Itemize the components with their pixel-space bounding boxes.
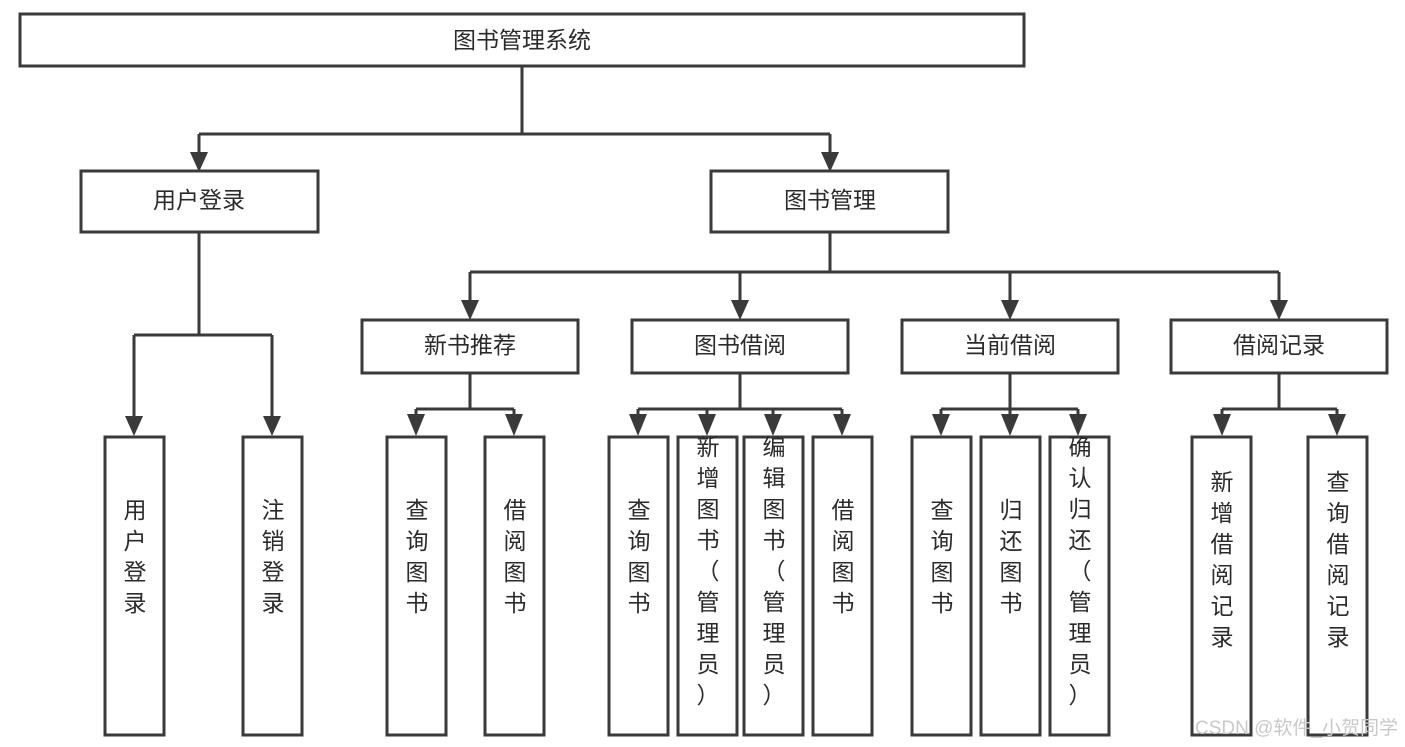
leaf-book-borrow-4-box[interactable] (811, 435, 874, 737)
node-book-borrow-box[interactable] (630, 318, 850, 375)
arrow-book-manage-to-new-book (461, 300, 479, 320)
leaf-new-book-2-label: 借阅图书 (504, 497, 527, 616)
arrow-book-borrow-leaf-4 (833, 414, 851, 436)
watermark-label: CSDN @软件_小贺同学 (1195, 717, 1398, 739)
leaf-current-borrow-1-box[interactable] (910, 435, 973, 737)
leaf-user-login-2-label: 注销登录 (262, 497, 285, 616)
leaf-current-borrow-3-box[interactable] (1048, 435, 1111, 737)
leaf-borrow-record-1-label: 新增借阅记录 (1211, 469, 1234, 650)
node-user-login-box[interactable] (79, 169, 320, 234)
leaf-new-book-1[interactable]: 查询图书 (385, 435, 448, 737)
arrow-book-borrow-leaf-2 (698, 414, 716, 436)
arrow-borrow-record-leaf-1 (1213, 414, 1231, 436)
connector-layer (125, 66, 1346, 436)
leaf-current-borrow-2-box[interactable] (979, 435, 1042, 737)
node-new-book-recommend-box[interactable] (360, 318, 580, 375)
node-current-borrow-box[interactable] (900, 318, 1120, 375)
leaf-book-borrow-2-label: 新增图书（管理员） (697, 434, 720, 708)
leaf-book-borrow-3[interactable]: 编辑图书（管理员） (742, 434, 805, 737)
leaf-user-login-1[interactable]: 用户登录 (103, 435, 166, 737)
node-borrow-record[interactable]: 借阅记录 (1169, 318, 1389, 375)
leaf-borrow-record-2-box[interactable] (1306, 435, 1369, 737)
leaf-book-borrow-2-box[interactable] (676, 435, 739, 737)
leaf-book-borrow-4-label: 借阅图书 (832, 497, 855, 616)
node-borrow-record-label: 借阅记录 (1233, 332, 1325, 358)
arrow-new-book-leaf-1 (407, 414, 425, 436)
leaf-borrow-record-2[interactable]: 查询借阅记录 (1306, 435, 1369, 737)
arrow-borrow-record-leaf-2 (1328, 414, 1346, 436)
node-book-management-box[interactable] (709, 169, 950, 234)
leaf-user-login-2[interactable]: 注销登录 (241, 435, 304, 737)
leaf-user-login-1-label: 用户登录 (124, 497, 147, 616)
node-new-book-recommend-label: 新书推荐 (424, 332, 516, 358)
leaf-current-borrow-2-label: 归还图书 (1000, 497, 1023, 616)
node-user-login[interactable]: 用户登录 (79, 169, 320, 234)
leaf-user-login-1-box[interactable] (103, 435, 166, 737)
node-root-box[interactable] (18, 12, 1026, 68)
arrow-book-borrow-leaf-3 (764, 414, 782, 436)
leaf-book-borrow-1[interactable]: 查询图书 (607, 435, 670, 737)
arrow-new-book-leaf-2 (505, 414, 523, 436)
leaf-new-book-1-label: 查询图书 (406, 497, 429, 616)
node-new-book-recommend[interactable]: 新书推荐 (360, 318, 580, 375)
node-book-borrow[interactable]: 图书借阅 (630, 318, 850, 375)
leaf-book-borrow-3-label: 编辑图书（管理员） (763, 434, 786, 708)
arrow-book-manage-to-book-borrow (731, 300, 749, 320)
leaf-borrow-record-2-label: 查询借阅记录 (1327, 469, 1350, 650)
arrow-current-borrow-leaf-3 (1069, 414, 1087, 436)
leaf-borrow-record-1[interactable]: 新增借阅记录 (1190, 435, 1253, 737)
leaf-current-borrow-3-label: 确认归还（管理员） (1069, 434, 1092, 708)
arrow-current-borrow-leaf-1 (932, 414, 950, 436)
leaf-new-book-2-box[interactable] (483, 435, 546, 737)
node-book-management[interactable]: 图书管理 (709, 169, 950, 234)
arrow-book-manage-to-current-borrow (1001, 300, 1019, 320)
node-user-login-label: 用户登录 (153, 187, 245, 213)
node-current-borrow[interactable]: 当前借阅 (900, 318, 1120, 375)
leaf-current-borrow-3[interactable]: 确认归还（管理员） (1048, 434, 1111, 737)
arrow-current-borrow-leaf-2 (1001, 414, 1019, 436)
arrow-book-manage-to-borrow-record (1270, 300, 1288, 320)
node-current-borrow-label: 当前借阅 (964, 332, 1056, 358)
leaf-current-borrow-2[interactable]: 归还图书 (979, 435, 1042, 737)
leaf-book-borrow-1-box[interactable] (607, 435, 670, 737)
leaf-current-borrow-1-label: 查询图书 (931, 497, 954, 616)
arrow-root-to-user-login (190, 152, 208, 172)
node-borrow-record-box[interactable] (1169, 318, 1389, 375)
leaf-current-borrow-1[interactable]: 查询图书 (910, 435, 973, 737)
leaf-borrow-record-1-box[interactable] (1190, 435, 1253, 737)
arrow-user-login-leaf-1 (125, 416, 143, 436)
node-book-borrow-label: 图书借阅 (694, 332, 786, 358)
leaf-new-book-2[interactable]: 借阅图书 (483, 435, 546, 737)
leaf-user-login-2-box[interactable] (241, 435, 304, 737)
leaf-book-borrow-3-box[interactable] (742, 435, 805, 737)
arrow-root-to-book-manage (821, 152, 839, 172)
leaf-book-borrow-4[interactable]: 借阅图书 (811, 435, 874, 737)
node-book-management-label: 图书管理 (784, 187, 876, 213)
leaf-new-book-1-box[interactable] (385, 435, 448, 737)
arrow-book-borrow-leaf-1 (629, 414, 647, 436)
leaf-book-borrow-2[interactable]: 新增图书（管理员） (676, 434, 739, 737)
node-root-label: 图书管理系统 (453, 27, 591, 53)
leaf-book-borrow-1-label: 查询图书 (628, 497, 651, 616)
arrow-user-login-leaf-2 (263, 416, 281, 436)
node-root-book-management-system[interactable]: 图书管理系统 (18, 12, 1026, 68)
